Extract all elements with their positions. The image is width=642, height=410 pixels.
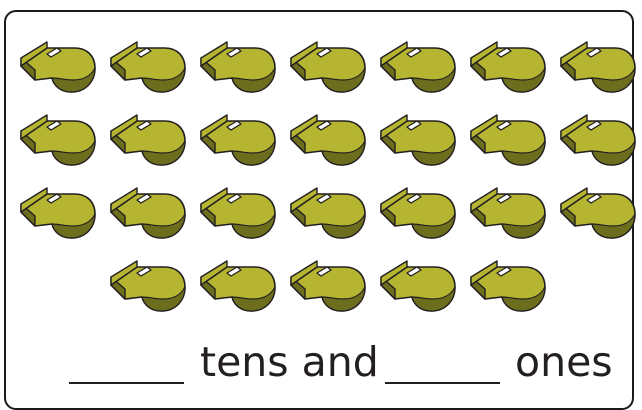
whistle-icon bbox=[467, 186, 547, 246]
whistle-icon bbox=[377, 186, 457, 246]
whistle-icon bbox=[107, 186, 187, 246]
whistle-icon bbox=[377, 259, 457, 319]
whistle-icon bbox=[197, 40, 277, 100]
whistle-icon bbox=[197, 113, 277, 173]
ones-answer-blank[interactable] bbox=[385, 382, 500, 384]
whistle-icon bbox=[557, 40, 637, 100]
whistle-icon bbox=[17, 186, 97, 246]
whistle-icon bbox=[287, 186, 367, 246]
whistle-icon bbox=[107, 259, 187, 319]
ones-label: ones bbox=[515, 338, 613, 386]
whistle-icon bbox=[377, 40, 457, 100]
whistle-icon bbox=[17, 40, 97, 100]
whistle-icon bbox=[287, 40, 367, 100]
whistle-icon bbox=[377, 113, 457, 173]
answer-line: tens and ones bbox=[0, 336, 642, 396]
whistle-icon bbox=[557, 186, 637, 246]
whistle-icon bbox=[107, 40, 187, 100]
whistle-grid bbox=[17, 40, 637, 319]
whistle-icon bbox=[17, 113, 97, 173]
whistle-icon bbox=[557, 113, 637, 173]
whistle-icon bbox=[287, 259, 367, 319]
tens-and-label: tens and bbox=[200, 338, 379, 386]
whistle-icon bbox=[107, 113, 187, 173]
whistle-icon bbox=[467, 113, 547, 173]
whistle-icon bbox=[197, 186, 277, 246]
whistle-icon bbox=[197, 259, 277, 319]
whistle-icon bbox=[287, 113, 367, 173]
whistle-icon bbox=[467, 259, 547, 319]
tens-answer-blank[interactable] bbox=[69, 382, 184, 384]
whistle-icon bbox=[467, 40, 547, 100]
